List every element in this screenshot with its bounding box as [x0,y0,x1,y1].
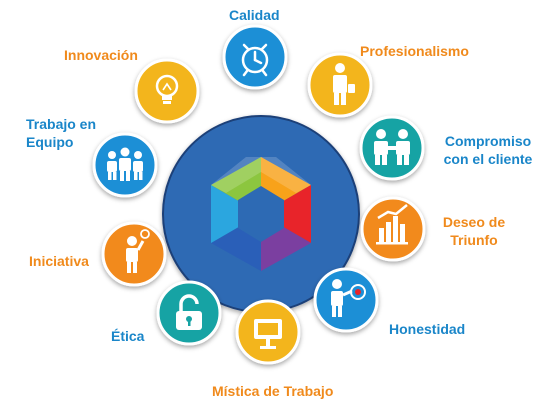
team-icon [107,147,143,181]
label-deseo-line2: Triunfo [450,232,498,248]
label-calidad: Calidad [229,7,280,23]
label-etica: Ética [111,328,145,344]
value-node-honestidad [313,267,379,333]
label-compromiso-line1: Compromiso [444,133,532,149]
alarm-clock-icon [241,43,269,77]
label-compromiso-line2: con el cliente [443,151,533,167]
value-node-compromiso [359,115,425,181]
lightbulb-icon [155,74,179,104]
target-person-icon [331,279,366,317]
center-hub [162,115,360,313]
presentation-board-icon [254,319,282,349]
value-node-calidad [222,24,288,90]
padlock-icon [176,294,202,330]
label-mistica: Mística de Trabajo [212,383,334,399]
label-deseo: Deseo de Triunfo [434,213,514,249]
label-trabajo-line2: Equipo [26,134,74,150]
value-node-mistica [235,299,301,365]
value-node-innovacion [134,58,200,124]
idea-person-icon [126,229,150,273]
label-trabajo-line1: Trabajo en [26,116,97,132]
hexagon-color-logo [211,157,311,271]
label-trabajo: Trabajo en Equipo [26,115,96,151]
label-innovacion: Innovación [64,47,138,63]
businessman-icon [333,63,355,105]
value-node-profesionalismo [307,52,373,118]
value-node-iniciativa [101,221,167,287]
label-iniciativa: Iniciativa [29,253,89,269]
value-node-etica [156,280,222,346]
label-compromiso: Compromiso con el cliente [432,132,544,168]
label-deseo-line1: Deseo de [442,214,506,230]
handshake-team-icon [374,129,410,165]
value-node-deseo [360,196,426,262]
label-honestidad: Honestidad [389,321,466,337]
label-profesionalismo: Profesionalismo [360,43,469,59]
value-node-trabajo [92,132,158,198]
growth-chart-icon [376,204,408,245]
